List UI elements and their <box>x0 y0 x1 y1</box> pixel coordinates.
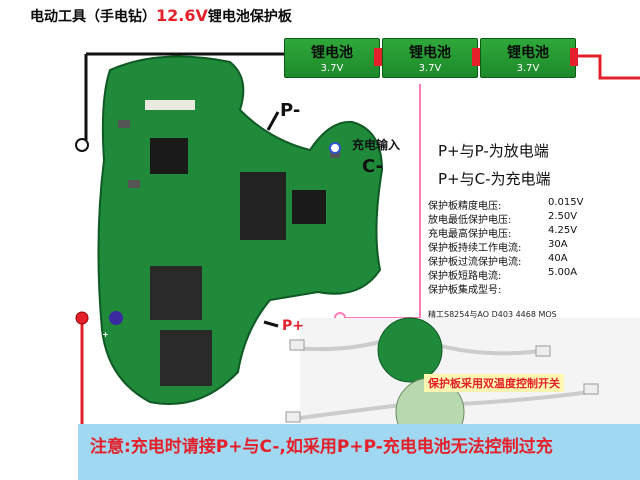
spec-row: 保护板精度电压: 0.015V <box>428 197 583 212</box>
pcb-board <box>97 55 384 405</box>
page-title: 电动工具（手电钻）12.6V锂电池保护板 <box>30 6 292 26</box>
cell-terminal-1 <box>374 48 382 66</box>
cell-name: 锂电池 <box>409 45 451 61</box>
resistor-strip <box>145 100 195 110</box>
title-voltage: 12.6V <box>156 6 208 25</box>
b-minus-pad <box>75 138 89 152</box>
spec-name: 保护板过流保护电流: <box>428 257 522 268</box>
cell-voltage: 3.7V <box>320 63 344 74</box>
spec-name: 保护板持续工作电流: <box>428 243 522 254</box>
p-minus-arrow <box>266 111 280 131</box>
b-plus-label: B+ <box>96 330 109 339</box>
spec-row: 保护板短路电流: 5.00A <box>428 267 577 282</box>
model-text: 精工S8254与AO D403 4468 MOS <box>428 310 557 319</box>
smd-2 <box>128 180 140 188</box>
p-plus-label: P+ <box>282 318 304 334</box>
mosfet-1 <box>240 172 286 240</box>
cell-name: 锂电池 <box>507 45 549 61</box>
warning-text: 注意:充电时请接P+与C-,如采用P+P-充电电池无法控制过充 <box>90 437 553 457</box>
spec-name: 保护板短路电流: <box>428 271 502 282</box>
cell-name: 锂电池 <box>311 45 353 61</box>
chip-ic2 <box>292 190 326 224</box>
title-suffix: 锂电池保护板 <box>207 9 292 25</box>
battery-cell-2: 锂电池 3.7V <box>382 38 478 78</box>
cell-terminal-2 <box>472 48 480 66</box>
warning-bar <box>78 424 640 480</box>
spec-value: 2.50V <box>548 211 578 222</box>
small-boards-photo <box>285 317 640 447</box>
discharge-terminal-text: P+与P-为放电端 <box>438 142 549 160</box>
spec-row: 充电最高保护电压: 4.25V <box>428 225 577 240</box>
p-minus-label: P- <box>280 100 301 121</box>
b-minus-label: B- <box>92 130 102 139</box>
charge-input-label: 充电输入 <box>352 138 401 152</box>
cell-voltage: 3.7V <box>516 63 540 74</box>
red-wire-right <box>578 54 640 80</box>
spec-row: 放电最低保护电压: 2.50V <box>428 211 577 226</box>
spec-name: 充电最高保护电压: <box>428 229 512 240</box>
c-input-pad <box>329 142 341 154</box>
spec-row: 保护板过流保护电流: 40A <box>428 253 568 268</box>
thermistor <box>109 311 123 325</box>
spec-name: 放电最低保护电压: <box>428 215 512 226</box>
mosfet-3 <box>160 330 212 386</box>
b-plus-pad <box>75 311 89 325</box>
spec-name: 保护板精度电压: <box>428 201 502 212</box>
p-plus-arrow <box>263 320 279 328</box>
spec-row: 保护板集成型号: <box>428 281 501 296</box>
temp-switch-label: 保护板采用双温度控制开关 <box>424 374 564 392</box>
c-minus-label: C- <box>362 156 384 177</box>
smd-1 <box>118 120 130 128</box>
battery-cell-3: 锂电池 3.7V <box>480 38 576 78</box>
title-prefix: 电动工具（手电钻） <box>30 9 156 25</box>
spec-value: 5.00A <box>548 267 578 278</box>
cell-voltage: 3.7V <box>418 63 442 74</box>
spec-value: 0.015V <box>548 197 584 208</box>
spec-value: 40A <box>548 253 568 264</box>
spec-row: 保护板持续工作电流: 30A <box>428 239 568 254</box>
spec-value: 4.25V <box>548 225 578 236</box>
spec-value: 30A <box>548 239 568 250</box>
spec-name: 保护板集成型号: <box>428 285 502 296</box>
mosfet-2 <box>150 266 202 320</box>
chip-ic1 <box>150 138 188 174</box>
charge-terminal-text: P+与C-为充电端 <box>438 170 551 188</box>
cell-terminal-3 <box>570 48 578 66</box>
battery-cell-1: 锂电池 3.7V <box>284 38 380 78</box>
